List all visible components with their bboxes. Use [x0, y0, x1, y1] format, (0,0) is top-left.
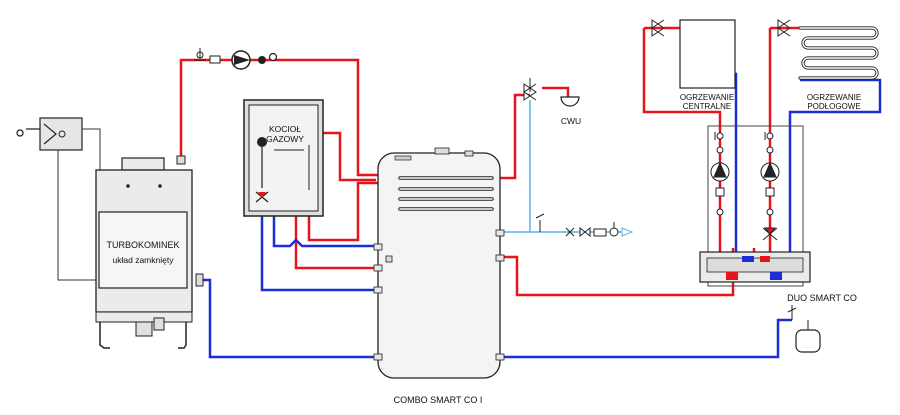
fireplace-pump-group [194, 48, 278, 70]
fireplace-brand-label: TURBOKOMINEK [106, 240, 179, 250]
tank-bottom-return-pipe [500, 318, 792, 359]
boiler-pump-icon [257, 137, 267, 147]
module-label: DUO SMART CO [787, 293, 857, 303]
gas-boiler-label-2: GAZOWY [266, 134, 304, 144]
storage-tank: COMBO SMART CO I [373, 147, 505, 405]
tank-label: COMBO SMART CO I [394, 395, 483, 405]
underfloor-heating: OGRZEWANIE PODŁOGOWE [777, 19, 879, 111]
thermostat-controller [39, 117, 83, 151]
central-heating-label-2: CENTRALNE [683, 102, 731, 111]
tank-to-module-pipe [500, 255, 735, 297]
cold-water-pipes [500, 100, 630, 233]
module-right-group [760, 132, 780, 241]
ch-supply-pipe [642, 28, 722, 258]
tank-coil-out-pipe [495, 93, 530, 180]
boiler-return-pipe-2 [272, 210, 378, 248]
controller-wire [57, 128, 101, 281]
gas-boiler-label-1: KOCIOŁ [269, 124, 301, 134]
radiator-panel [679, 19, 736, 89]
tap-icon [560, 96, 580, 107]
boiler-return-red-pipe [307, 181, 385, 242]
fireplace-supply-pipe [179, 58, 385, 177]
dhw-feed-pipe [542, 86, 570, 97]
underfloor-coil [798, 26, 879, 80]
central-heating-label-1: OGRZEWANIE [680, 93, 734, 102]
expansion-vessel [787, 305, 821, 353]
floor-heating-label-1: OGRZEWANIE [807, 93, 861, 102]
gas-boiler: KOCIOŁ GAZOWY [243, 99, 324, 217]
fireplace-unit: TURBOKOMINEK układ zamknięty [16, 117, 204, 349]
module-left-group [710, 132, 730, 216]
dhw-label: CWU [561, 116, 581, 126]
boiler-return-pipe [260, 210, 378, 292]
fireplace-window [98, 211, 188, 289]
fireplace-return-pipe [200, 278, 378, 359]
cold-water-valves [535, 213, 634, 238]
boiler-supply-pipe [309, 131, 376, 182]
pump-module: DUO SMART CO [699, 125, 857, 303]
fireplace-desc-label: układ zamknięty [113, 255, 175, 265]
ufh-return-pipe [788, 110, 800, 258]
tank-mid-red-pipe [294, 210, 378, 270]
ash-drawer [135, 321, 153, 337]
radiator: OGRZEWANIE CENTRALNE [651, 19, 736, 111]
module-frame [707, 125, 804, 287]
return-pipes [200, 72, 882, 359]
chimney-collar [121, 157, 165, 171]
ufh-loop-return [800, 78, 882, 114]
dhw-outlet: CWU [523, 78, 581, 126]
floor-heating-label-2: PODŁOGOWE [807, 102, 860, 111]
